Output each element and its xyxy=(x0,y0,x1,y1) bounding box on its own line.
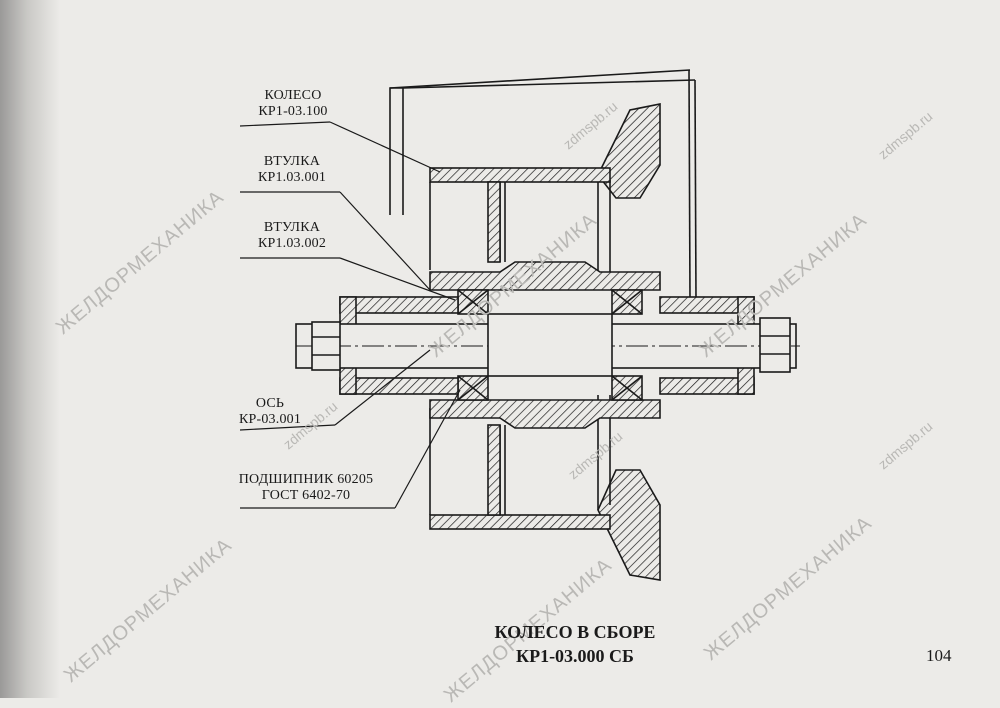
callout-axle-code: КР-03.001 xyxy=(238,412,302,427)
drawing-caption: КОЛЕСО В СБОРЕ КР1-03.000 СБ xyxy=(460,620,690,668)
page-binding-shadow xyxy=(0,0,60,698)
callout-bushing-1: ВТУЛКА КР1.03.001 xyxy=(244,154,340,186)
callout-bushing-2-name: ВТУЛКА xyxy=(263,220,321,235)
callout-wheel: КОЛЕСО КР1-03.100 xyxy=(248,88,338,120)
callout-axle-name: ОСЬ xyxy=(255,396,285,411)
caption-title: КОЛЕСО В СБОРЕ xyxy=(494,622,656,642)
callout-wheel-name: КОЛЕСО xyxy=(264,88,322,103)
callout-bushing-2: ВТУЛКА КР1.03.002 xyxy=(244,220,340,252)
callout-bearing: ПОДШИПНИК 60205 ГОСТ 6402-70 xyxy=(226,472,386,504)
callout-bushing-1-code: КР1.03.001 xyxy=(257,170,327,185)
page-number: 104 xyxy=(926,646,952,665)
frame-bracket xyxy=(389,69,697,301)
wheel-rim xyxy=(429,167,611,530)
callout-bearing-code: ГОСТ 6402-70 xyxy=(261,488,351,503)
wheel-flange xyxy=(597,103,661,581)
callout-wheel-code: КР1-03.100 xyxy=(258,104,328,119)
leader-lines xyxy=(239,121,461,509)
bearings xyxy=(457,289,643,401)
axle-shaft xyxy=(295,313,800,377)
callout-bearing-name: ПОДШИПНИК 60205 xyxy=(238,472,374,487)
axle-nuts xyxy=(311,317,791,373)
wheel-hub xyxy=(429,261,661,429)
callout-bushing-2-code: КР1.03.002 xyxy=(257,236,327,251)
caption-code: КР1-03.000 СБ xyxy=(516,646,634,666)
callout-axle: ОСЬ КР-03.001 xyxy=(230,396,310,428)
callout-bushing-1-name: ВТУЛКА xyxy=(263,154,321,169)
